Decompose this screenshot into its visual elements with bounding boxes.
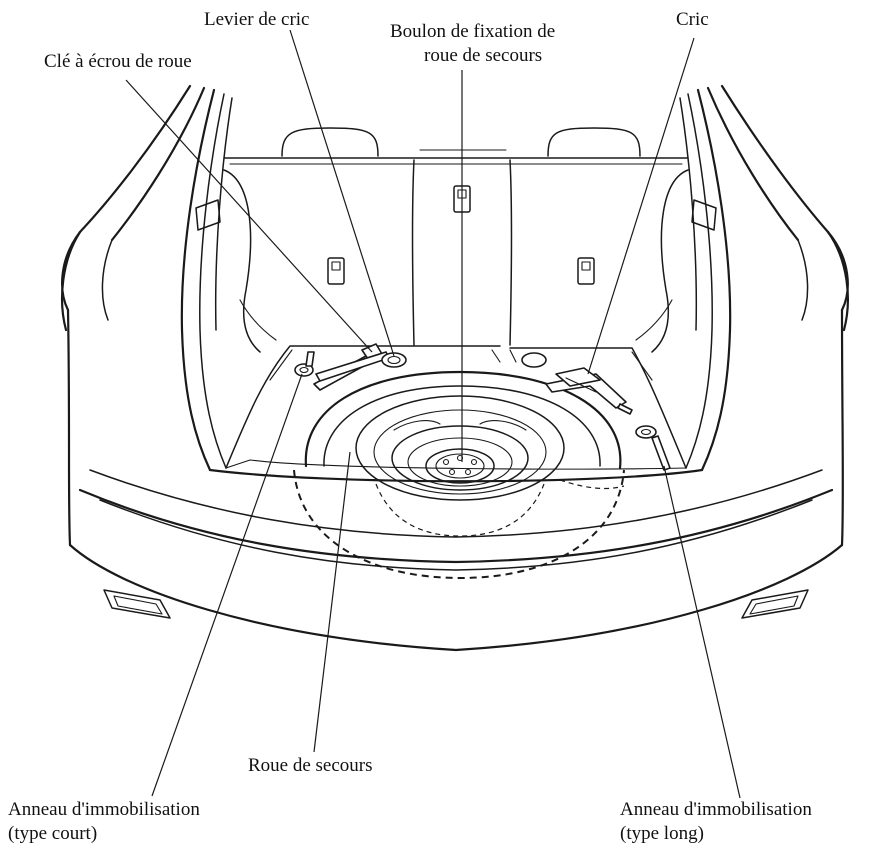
label-spare-bolt-line1: Boulon de fixation de xyxy=(390,21,556,42)
leader-tiedown-long xyxy=(663,465,741,799)
leader-spare-tire xyxy=(313,451,351,753)
jack-lever-icon xyxy=(315,351,407,382)
label-tiedown-long-line2: (type long) xyxy=(620,823,704,844)
leader-lines xyxy=(125,29,741,799)
tiedown-short-icon xyxy=(294,351,315,377)
label-spare-bolt: Boulon de fixation de roue de secours xyxy=(390,20,555,68)
label-spare-tire-text: Roue de secours xyxy=(248,755,373,776)
label-tiedown-long-line1: Anneau d'immobilisation xyxy=(620,799,812,820)
leader-tiedown-short xyxy=(151,373,303,797)
label-jack: Cric xyxy=(676,8,709,32)
label-spare-bolt-line2: roue de secours xyxy=(424,45,543,66)
leader-lug-wrench xyxy=(125,79,373,353)
label-lug-wrench: Clé à écrou de roue xyxy=(44,50,192,74)
jack-icon xyxy=(521,352,633,415)
label-jack-text: Cric xyxy=(676,9,709,30)
spare-tire xyxy=(293,370,625,580)
label-jack-lever-text: Levier de cric xyxy=(204,9,310,30)
vehicle-body xyxy=(61,84,849,652)
label-tiedown-short-line2: (type court) xyxy=(8,823,98,844)
cargo-floor xyxy=(208,345,704,483)
tiedown-long-icon xyxy=(635,425,671,471)
leader-jack xyxy=(587,37,695,375)
label-spare-tire: Roue de secours xyxy=(248,754,373,778)
label-tiedown-long: Anneau d'immobilisation (type long) xyxy=(620,798,812,846)
rear-seats xyxy=(195,127,717,353)
leader-jack-lever xyxy=(289,29,395,357)
label-lug-wrench-text: Clé à écrou de roue xyxy=(44,51,192,72)
label-tiedown-short-line1: Anneau d'immobilisation xyxy=(8,799,200,820)
label-jack-lever: Levier de cric xyxy=(204,8,309,32)
tools xyxy=(294,343,671,471)
label-tiedown-short: Anneau d'immobilisation (type court) xyxy=(8,798,200,846)
